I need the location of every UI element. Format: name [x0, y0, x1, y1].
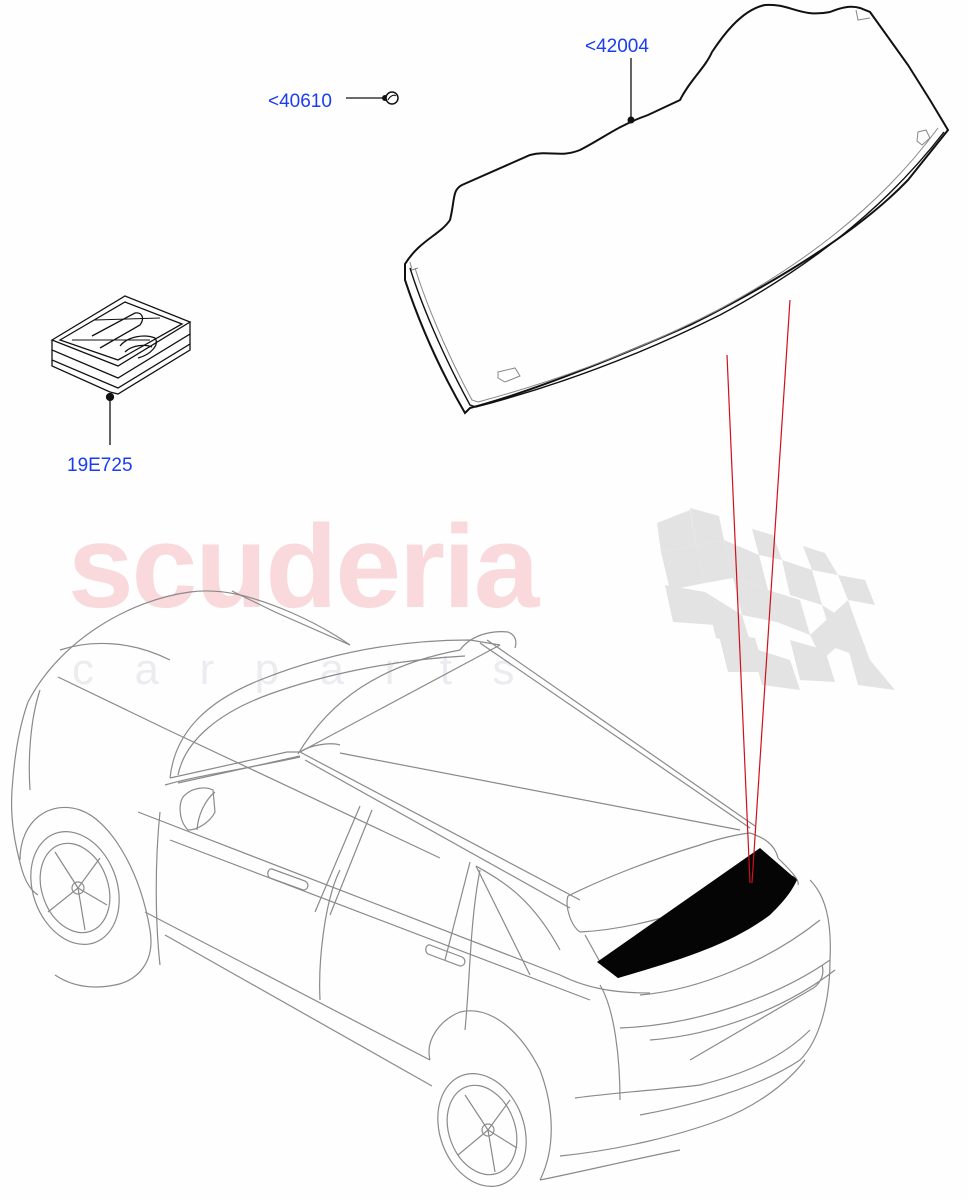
- callout-glass-42004[interactable]: <42004: [585, 36, 649, 57]
- watermark-brand: scuderia: [68, 501, 539, 633]
- callout-clip-40610[interactable]: <40610: [268, 91, 332, 112]
- vehicle-outline: [11, 590, 836, 1187]
- rear-glass-highlight-fill: [597, 848, 797, 978]
- callout-kit-19E725[interactable]: 19E725: [67, 455, 133, 476]
- watermark-tagline: carparts: [72, 645, 555, 694]
- clip-part: [346, 91, 399, 105]
- checkered-flag-watermark: [657, 508, 895, 690]
- adhesive-kit-part: [50, 295, 192, 445]
- rear-window-glass-part: [404, 3, 950, 415]
- glass-leader: [627, 58, 635, 124]
- location-lines: [726, 299, 791, 884]
